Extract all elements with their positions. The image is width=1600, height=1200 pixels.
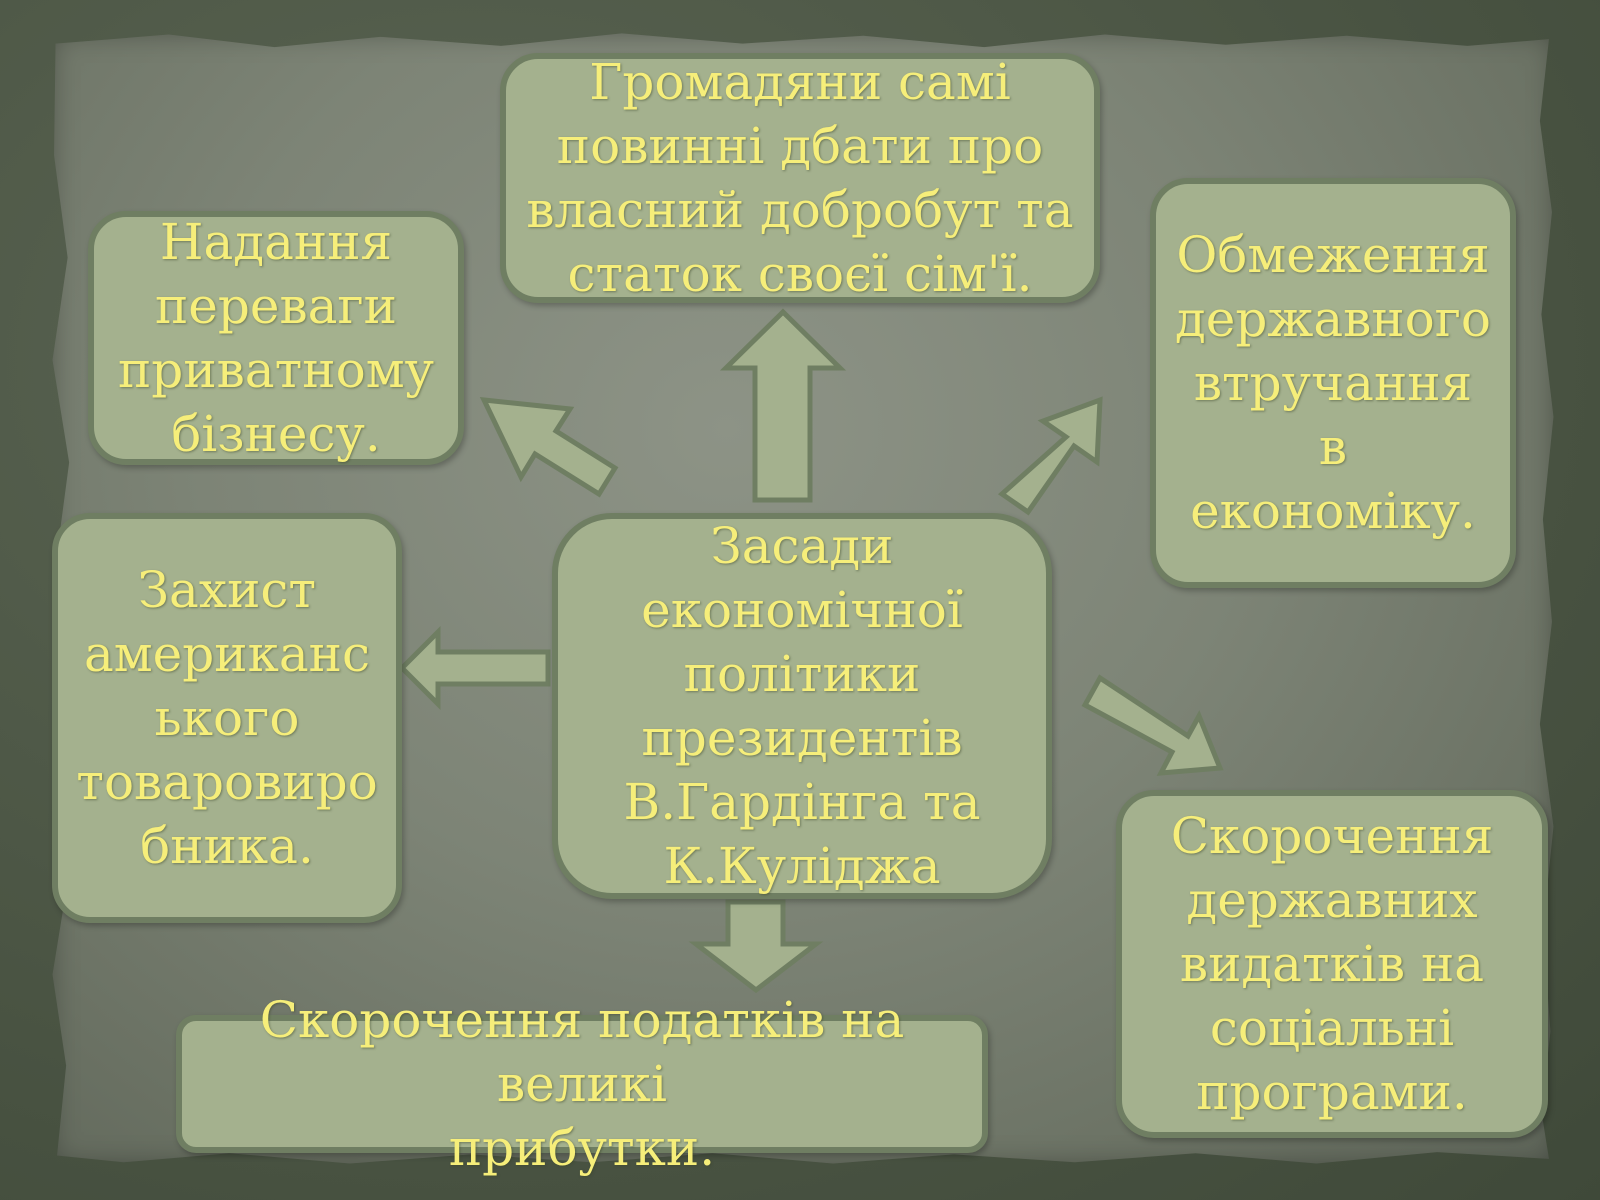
node-top-citizens: Громадяни самі повинні дбати про власний… [500,53,1100,303]
node-bottom-tax-cuts: Скорочення податків на великі прибутки. [176,991,988,1177]
node-bottom-right-spending-cuts: Скорочення державних видатків на соціаль… [1116,790,1548,1138]
arrow-left [398,625,551,711]
node-left-text: Захист американс ького товаровиро бника. [76,561,378,875]
node-top-right-text: Обмеження державного втручання в економі… [1174,226,1492,540]
arrow-up-left [479,397,619,498]
node-top-text: Громадяни самі повинні дбати про власний… [526,53,1074,303]
arrow-down-right [1081,674,1224,776]
node-left-protection: Захист американс ького товаровиро бника. [52,513,402,923]
node-center-text: Засади економічної політики президентів … [623,517,981,895]
node-top-right-limit-intervention: Обмеження державного втручання в економі… [1150,178,1516,588]
arrow-up [719,308,847,503]
node-top-left-text: Надання переваги приватному бізнесу. [117,213,434,463]
arrow-down [688,899,824,994]
node-bottom-text: Скорочення податків на великі прибутки. [259,991,905,1177]
node-center-principles: Засади економічної політики президентів … [552,513,1052,899]
node-top-left-private-business: Надання переваги приватному бізнесу. [88,211,464,465]
node-bottom-right-text: Скорочення державних видатків на соціаль… [1170,807,1494,1121]
arrow-up-right [997,396,1103,516]
